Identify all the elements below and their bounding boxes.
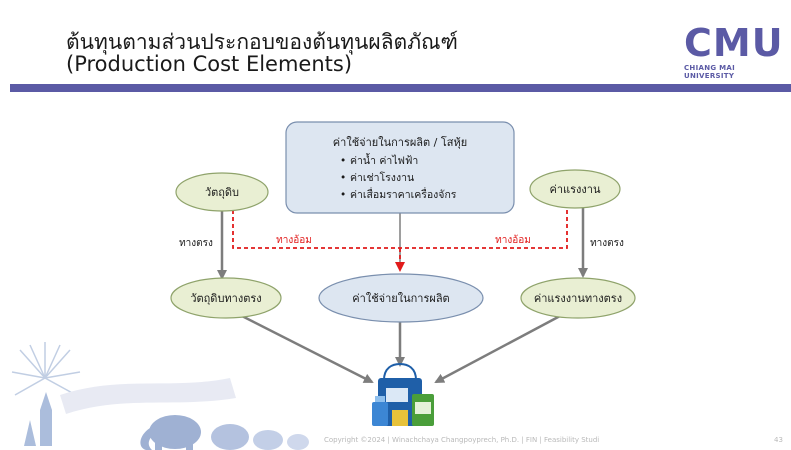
label-indirect-left: ทางอ้อม [276, 234, 312, 246]
label-direct-right: ทางตรง [590, 238, 624, 249]
temple-decoration [24, 392, 52, 446]
overhead-box-item-1: ค่าน้ำ ค่าไฟฟ้า [350, 153, 418, 167]
slide-title-english: (Production Cost Elements) [66, 52, 353, 76]
arrow-direct-labor-to-product [434, 314, 561, 384]
node-manufacturing-overhead [318, 273, 484, 323]
decorative-scene [11, 342, 309, 450]
overhead-box-item-3: ค่าเสื่อมราคาเครื่องจักร [350, 187, 457, 201]
cmu-logo-subtext: CHIANG MAI UNIVERSITY [684, 64, 736, 80]
node-direct-material-label: วัตถุดิบทางตรง [190, 292, 261, 305]
node-direct-labor-label: ค่าแรงงานทางตรง [534, 292, 622, 305]
label-direct-left: ทางตรง [179, 238, 213, 249]
node-labor-label: ค่าแรงงาน [550, 183, 601, 196]
overhead-box-title: ค่าใช้จ่ายในการผลิต / โสหุ้ย [333, 135, 467, 149]
node-direct-labor [520, 277, 636, 319]
overhead-box-item-2: ค่าเช่าโรงงาน [350, 171, 414, 184]
overhead-box-bullet-3: • [340, 189, 346, 201]
arrow-direct-material-to-product [239, 313, 374, 384]
overhead-box-bullet-1: • [340, 155, 346, 167]
node-direct-material [170, 277, 282, 319]
label-indirect-right: ทางอ้อม [495, 234, 531, 246]
fireworks-decoration [11, 342, 81, 396]
footer-copyright: Copyright ©2024 | Winachchaya Changpoypr… [324, 436, 600, 444]
overhead-box-bullet-2: • [340, 172, 346, 184]
cmu-logo: CMU CHIANG MAI UNIVERSITY [684, 21, 784, 80]
node-labor [529, 169, 621, 209]
overhead-detail-box [285, 121, 515, 214]
header-divider [10, 84, 791, 92]
elephant-decoration [140, 415, 309, 450]
shopping-bag-products-icon [372, 362, 434, 426]
node-raw-material [175, 172, 269, 212]
cmu-logo-text: CMU [684, 21, 784, 65]
node-manufacturing-overhead-label: ค่าใช้จ่ายในการผลิต [352, 292, 449, 305]
ribbon-decoration [60, 378, 236, 414]
page-number: 43 [774, 436, 783, 444]
indirect-path-left [232, 210, 400, 249]
indirect-path-right [400, 210, 568, 249]
node-raw-material-label: วัตถุดิบ [205, 186, 239, 199]
slide-title-thai: ต้นทุนตามส่วนประกอบของต้นทุนผลิตภัณฑ์ [66, 30, 458, 54]
